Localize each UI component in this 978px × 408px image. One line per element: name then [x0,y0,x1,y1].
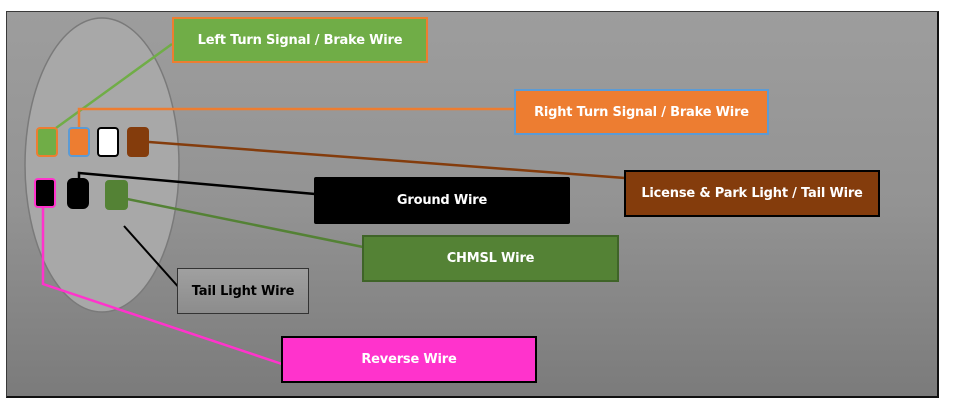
pin-license-park [127,127,149,157]
pin-reverse [34,178,56,208]
pin-right-turn [68,127,90,157]
pin-ground [67,178,89,209]
label-tail-light: Tail Light Wire [177,268,309,314]
label-right-turn: Right Turn Signal / Brake Wire [514,89,769,135]
label-chmsl: CHMSL Wire [362,235,619,282]
wire-license-park [148,140,626,180]
wire-chmsl [126,197,364,249]
label-license-park: License & Park Light / Tail Wire [624,170,880,217]
pin-chmsl [105,180,128,210]
label-left-turn: Left Turn Signal / Brake Wire [172,17,428,63]
wire-right-turn [77,107,514,127]
label-ground: Ground Wire [314,177,570,224]
wire-reverse [41,208,283,366]
pin-white [97,127,119,157]
label-reverse: Reverse Wire [281,336,537,383]
connector-housing [24,17,180,313]
pin-left-turn [36,127,58,157]
wire-left-turn [55,42,173,130]
